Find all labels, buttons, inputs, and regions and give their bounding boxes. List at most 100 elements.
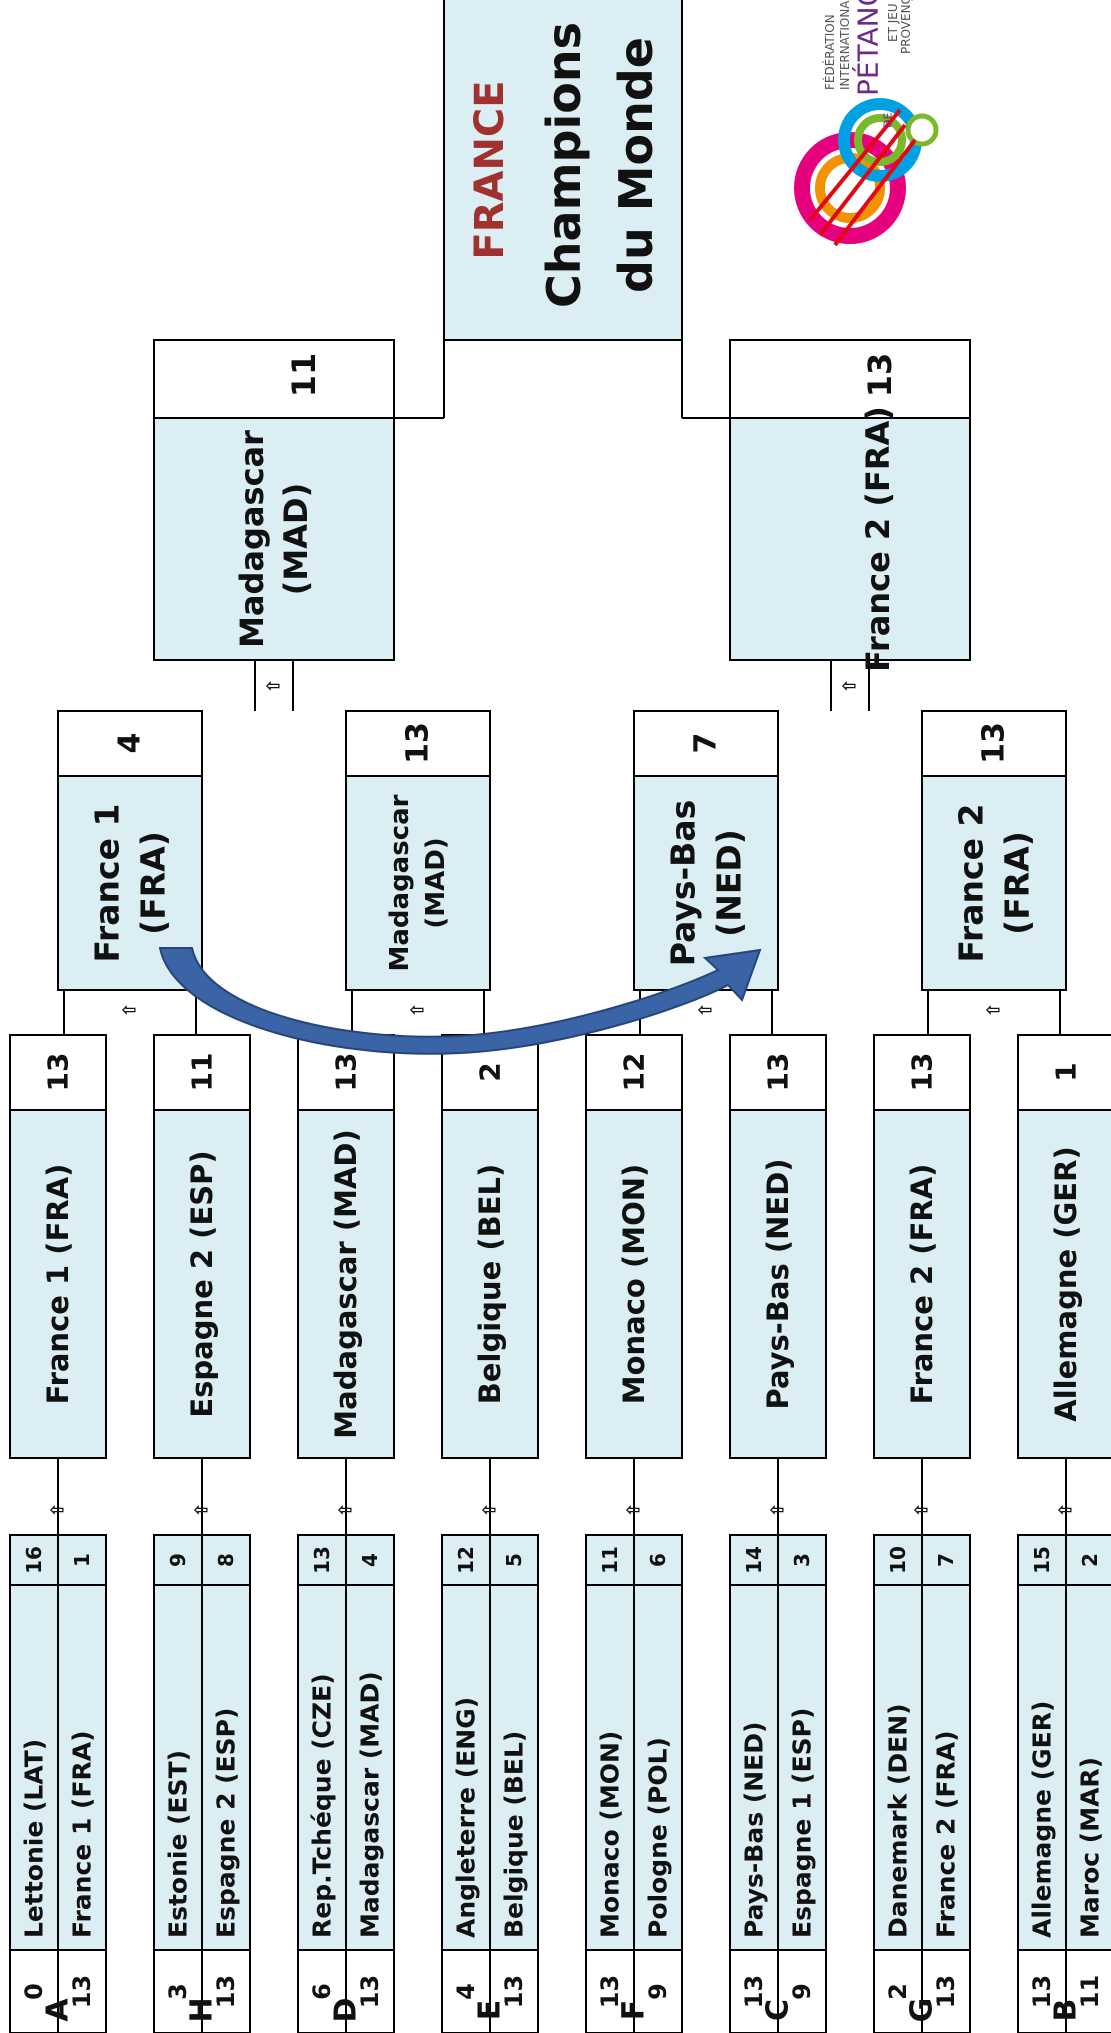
group-letter: F <box>617 2000 652 2021</box>
team-score: 13 <box>500 1975 528 2008</box>
advance-arrow-icon: ⇧ <box>192 1502 213 1517</box>
team-score: 13 <box>212 1975 240 2008</box>
team-name: Belgique (BEL) <box>500 1731 529 1938</box>
team-seed: 10 <box>886 1546 910 1574</box>
champion-country: FRANCE <box>467 80 513 259</box>
team-name: Espagne 2 (ESP) <box>212 1708 241 1938</box>
champion-box <box>443 0 683 341</box>
team-score: 0 <box>20 1983 48 2000</box>
team-score: 2 <box>884 1983 912 2000</box>
qf-name-box <box>297 1109 395 1459</box>
logo-text: ET JEU <box>886 3 900 42</box>
qf-name-box <box>9 1109 107 1459</box>
advance-arrow-icon: ⇧ <box>264 678 285 693</box>
qf-name-box <box>873 1109 971 1459</box>
sf-team-name: (FRA) <box>998 831 1037 935</box>
team-name: Monaco (MON) <box>596 1731 625 1938</box>
sf-score: 13 <box>977 722 1012 764</box>
team-name: Danemark (DEN) <box>884 1703 913 1938</box>
team-score: 13 <box>68 1975 96 2008</box>
sf-score: 13 <box>401 722 436 764</box>
logo-text: DE <box>882 113 895 128</box>
sf-score-box <box>345 710 491 777</box>
qf-score: 13 <box>42 1053 75 1092</box>
qf-team-name: Espagne 2 (ESP) <box>185 1150 219 1417</box>
team-seed: 4 <box>358 1553 382 1567</box>
sf-team-name: (MAD) <box>421 837 451 928</box>
qf-name-box <box>729 1109 827 1459</box>
final-name-box <box>729 417 971 661</box>
advance-arrow-icon: ⇧ <box>984 1002 1005 1017</box>
qf-score-box <box>873 1034 971 1111</box>
logo-text: INTERNATIONALE <box>838 0 852 90</box>
advance-arrow-icon: ⇧ <box>336 1502 357 1517</box>
final-team-name: (MAD) <box>277 483 315 595</box>
qf-score-box <box>1017 1034 1111 1111</box>
qf-name-box <box>441 1109 539 1459</box>
team-name: Allemagne (GER) <box>1028 1701 1057 1938</box>
logo-ring-icon <box>854 114 906 166</box>
group-letter: B <box>1049 1999 1084 2022</box>
qf-name-box <box>153 1109 251 1459</box>
final-score-box <box>729 339 971 419</box>
sf-score-box <box>921 710 1067 777</box>
group-letter: E <box>473 2000 508 2021</box>
team-seed: 9 <box>166 1553 190 1567</box>
qf-team-name: Madagascar (MAD) <box>329 1129 363 1438</box>
sf-team-name: Pays-Bas <box>664 800 703 966</box>
sf-name-box <box>345 775 491 991</box>
advance-arrow-icon: ⇧ <box>120 1002 141 1017</box>
team-score: 13 <box>356 1975 384 2008</box>
qf-name-box <box>1017 1109 1111 1459</box>
advance-arrow-icon: ⇧ <box>408 1002 429 1017</box>
team-seed: 14 <box>742 1546 766 1574</box>
logo-text: PROVENÇAL <box>899 0 913 54</box>
qf-score-box <box>729 1034 827 1111</box>
final-score: 13 <box>861 353 899 398</box>
team-score: 4 <box>452 1983 480 2000</box>
qf-score: 2 <box>474 1062 507 1081</box>
transfer-arrow-icon <box>158 947 762 1055</box>
qf-team-name: France 2 (FRA) <box>905 1164 939 1405</box>
team-seed: 8 <box>214 1553 238 1567</box>
qf-score-box <box>585 1034 683 1111</box>
team-seed: 2 <box>1078 1553 1102 1567</box>
transfer-arrow <box>158 947 762 1055</box>
team-name: France 2 (FRA) <box>932 1730 961 1938</box>
group-letter: D <box>329 1998 364 2023</box>
qf-score: 1 <box>1050 1062 1083 1081</box>
advance-arrow-icon: ⇧ <box>912 1502 933 1517</box>
team-name: Angleterre (ENG) <box>452 1697 481 1938</box>
team-seed: 12 <box>454 1546 478 1574</box>
logo-text-main: PÉTANQUE <box>851 0 885 96</box>
team-seed: 1 <box>70 1553 94 1567</box>
team-seed: 3 <box>790 1553 814 1567</box>
qf-score: 12 <box>618 1053 651 1092</box>
team-name: France 1 (FRA) <box>68 1730 97 1938</box>
sf-score: 7 <box>689 733 724 754</box>
team-score: 13 <box>596 1975 624 2008</box>
qf-name-box <box>585 1109 683 1459</box>
team-seed: 11 <box>598 1546 622 1574</box>
team-score: 13 <box>1028 1975 1056 2008</box>
team-score: 13 <box>740 1975 768 2008</box>
final-team-name: Madagascar <box>233 430 271 648</box>
qf-team-name: Pays-Bas (NED) <box>761 1158 795 1409</box>
advance-arrow-icon: ⇧ <box>840 678 861 693</box>
advance-arrow-icon: ⇧ <box>480 1502 501 1517</box>
team-seed: 6 <box>646 1553 670 1567</box>
sf-team-name: France 1 <box>88 804 127 963</box>
team-name: Estonie (EST) <box>164 1750 193 1938</box>
team-seed: 16 <box>22 1546 46 1574</box>
final-team-name: France 2 (FRA) <box>859 406 897 672</box>
team-name: Madagascar (MAD) <box>356 1671 385 1938</box>
champion-title-line1: Champions <box>537 22 591 308</box>
group-letter: G <box>905 1998 940 2023</box>
logo-ball-icon <box>905 113 939 147</box>
qf-score-box <box>153 1034 251 1111</box>
qf-score: 13 <box>906 1053 939 1092</box>
advance-arrow-icon: ⇧ <box>624 1502 645 1517</box>
